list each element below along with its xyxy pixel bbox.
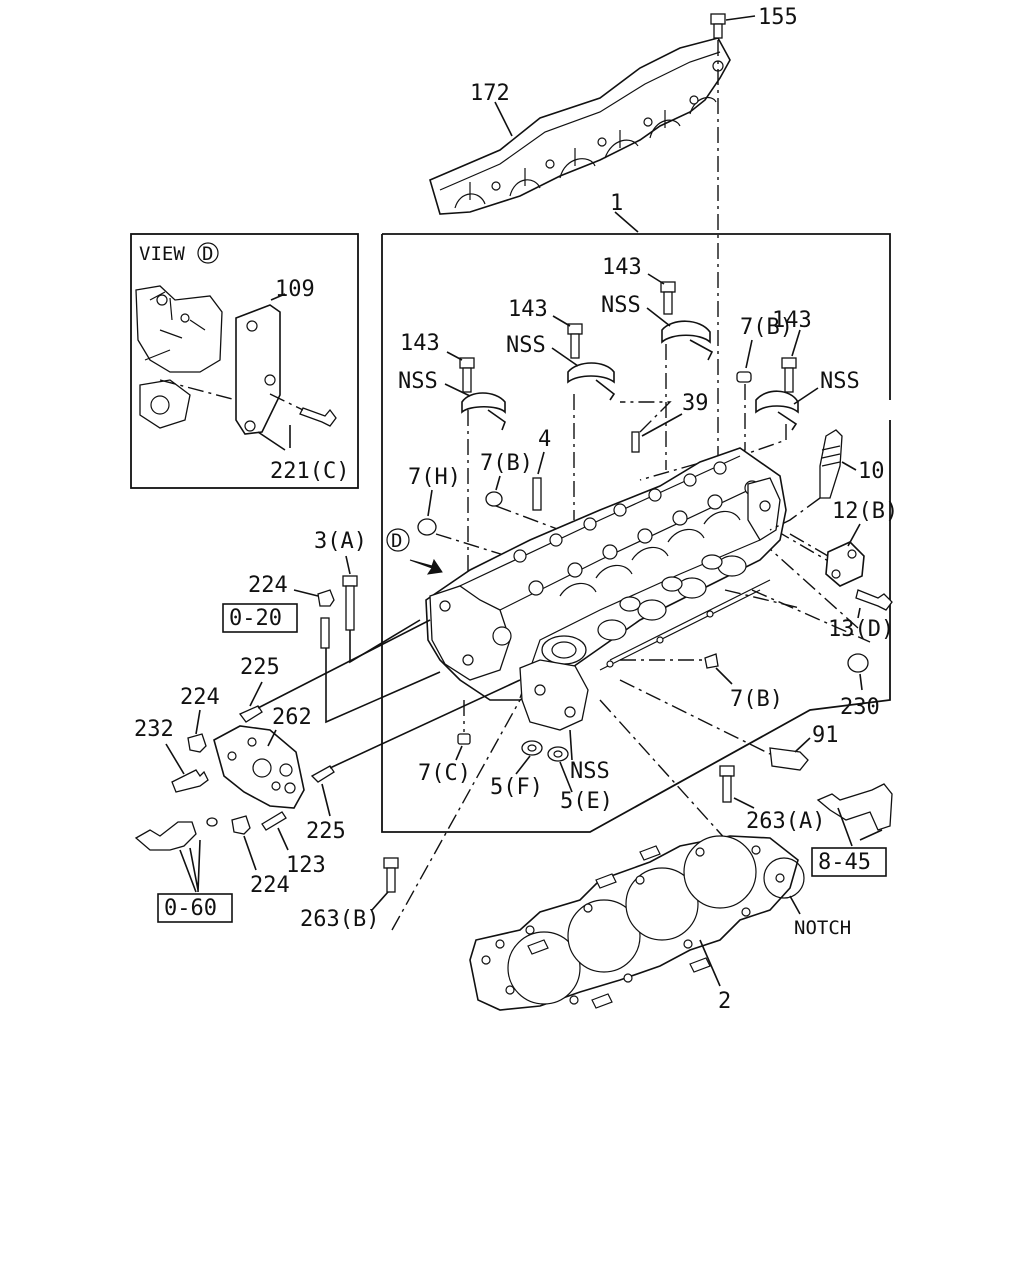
nut-224-b [187, 733, 207, 753]
bolt-3a [342, 575, 358, 631]
callout-10: 10 [858, 459, 885, 484]
cam-cap-nss-a [461, 392, 506, 431]
callout-91: 91 [812, 723, 839, 748]
stud-4 [532, 477, 542, 511]
view-title: VIEW [139, 243, 185, 265]
callout-263b: 263(B) [300, 907, 379, 932]
fitting-91 [769, 747, 809, 771]
ref-0-60: 0-60 [164, 896, 217, 921]
stud-225-b [310, 765, 335, 783]
callout-7b-top: 7(B) [740, 315, 793, 340]
callout-143-b: 143 [508, 297, 548, 322]
hose-8-45 [816, 783, 893, 831]
callout-143-a: 143 [400, 331, 440, 356]
callout-143-d: 143 [772, 308, 812, 333]
plug-7c [457, 733, 471, 745]
callout-262: 262 [272, 705, 312, 730]
sensor-0-60 [134, 821, 197, 851]
cam-cap-nss-d [755, 390, 799, 431]
stud-225-a [238, 705, 263, 723]
ref-8-45: 8-45 [818, 850, 871, 875]
bolt-232 [171, 769, 209, 793]
callout-3a: 3(A) [314, 529, 367, 554]
plug-7b-low [704, 653, 719, 669]
cam-bearing-cover-172 [429, 37, 731, 215]
callout-224-b: 224 [180, 685, 220, 710]
plug-7h [417, 518, 437, 536]
callout-13d: 13(D) [828, 617, 894, 642]
callout-224-c: 224 [250, 873, 290, 898]
callout-109: 109 [275, 277, 315, 302]
cam-cap-bolt-143-d [781, 357, 797, 393]
view-title-letter: D [202, 243, 213, 265]
callout-221c: 221(C) [270, 459, 349, 484]
bolt-263a [719, 765, 735, 803]
bolt-263b [383, 857, 399, 893]
cam-cap-bolt-143-a [459, 357, 475, 393]
ref-0-20: 0-20 [229, 606, 282, 631]
plug-7b-top [736, 371, 752, 383]
cam-cap-bolt-143-b [567, 323, 583, 359]
callout-123: 123 [286, 853, 326, 878]
ref-box-0-60 [157, 893, 233, 923]
view-direction-arrow [409, 558, 443, 575]
bolt-155 [710, 13, 726, 39]
callout-230: 230 [840, 695, 880, 720]
dowel-39 [631, 431, 640, 453]
oil-pump-262 [213, 725, 305, 809]
callout-2: 2 [718, 989, 731, 1014]
callout-7b-mid: 7(B) [480, 451, 533, 476]
plug-7b-mid [485, 491, 503, 507]
cover-plate-12b [825, 541, 865, 587]
callout-1: 1 [610, 191, 623, 216]
head-gasket-2 [469, 835, 799, 1011]
seal-230 [847, 653, 869, 673]
nss-label-b: NSS [506, 333, 546, 358]
view-d-marker: D [391, 530, 402, 552]
bolt-13d [855, 589, 893, 611]
callout-7h: 7(H) [408, 465, 461, 490]
callout-232: 232 [134, 717, 174, 742]
callout-143-c: 143 [602, 255, 642, 280]
nss-label-c: NSS [601, 293, 641, 318]
callout-263a: 263(A) [746, 809, 825, 834]
cam-cap-nss-b [567, 362, 616, 401]
view-d-inset: VIEW D 109 221(C) [130, 233, 359, 489]
bolt-123 [261, 811, 287, 831]
cylinder-head-assembly-frame [381, 233, 891, 833]
callout-7c: 7(C) [418, 761, 471, 786]
callout-5f: 5(F) [490, 775, 543, 800]
notch-label: NOTCH [794, 917, 851, 939]
cylinder-head-body [425, 447, 787, 731]
callout-172: 172 [470, 81, 510, 106]
ref-box-0-20 [222, 603, 298, 633]
callout-225-b: 225 [306, 819, 346, 844]
callout-12b: 12(B) [832, 499, 898, 524]
callout-224-a: 224 [248, 573, 288, 598]
nss-label-e: NSS [570, 759, 610, 784]
callout-4: 4 [538, 427, 551, 452]
cam-cap-nss-c [661, 320, 714, 361]
nss-label-a: NSS [398, 369, 438, 394]
cam-cap-bolt-143-c [660, 281, 676, 315]
callout-7b-low: 7(B) [730, 687, 783, 712]
callout-225-a: 225 [240, 655, 280, 680]
callout-5e: 5(E) [560, 789, 613, 814]
injector-10 [819, 429, 843, 499]
ref-box-8-45 [811, 847, 887, 877]
nss-label-d: NSS [820, 369, 860, 394]
nut-224-a [317, 589, 335, 607]
callout-155: 155 [758, 5, 798, 30]
nut-224-c [231, 815, 251, 835]
stud-0-20 [320, 617, 330, 649]
callout-39: 39 [682, 391, 709, 416]
